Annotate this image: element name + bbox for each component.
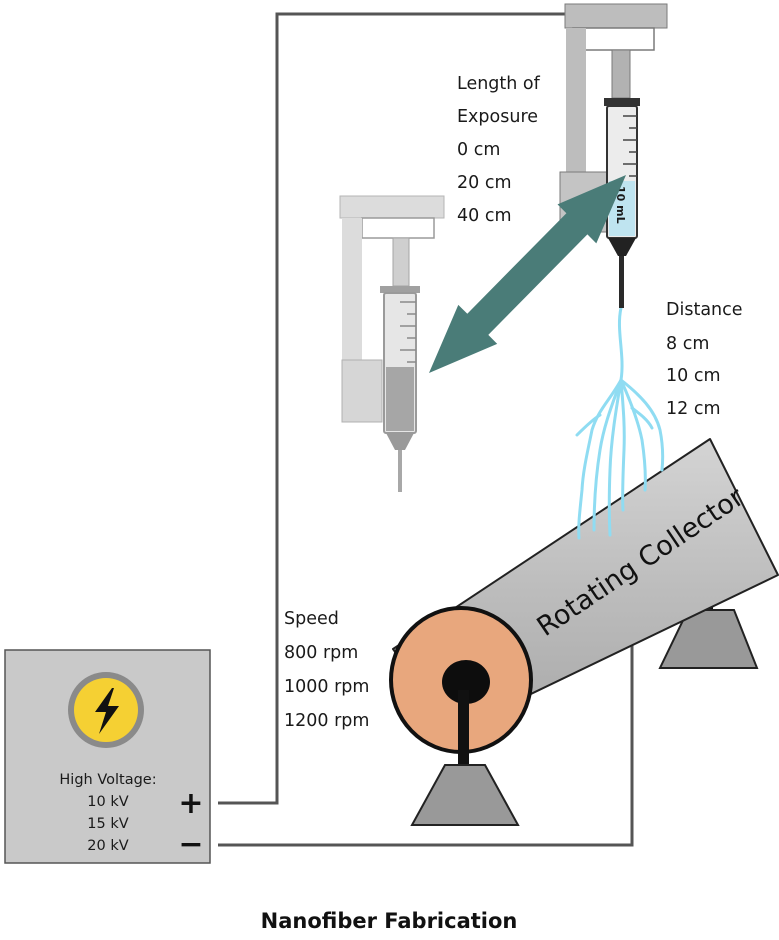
nanofiber-jet: [575, 306, 665, 540]
high-voltage-value-1: 10 kV: [87, 794, 128, 810]
lightning-bolt-icon: [68, 672, 144, 748]
lower-pump-top-bar: [339, 195, 445, 219]
lower-pump-clamp: [341, 359, 383, 423]
high-voltage-label: High Voltage:: [59, 772, 156, 788]
lower-syringe-flange: [380, 286, 420, 293]
positive-wire: [218, 12, 565, 805]
length-of-exposure-value-3: 40 cm: [457, 206, 512, 226]
length-of-exposure-label-line2: Exposure: [457, 107, 538, 127]
figure-title: Nanofiber Fabrication: [261, 909, 518, 933]
length-of-exposure-labels: Length of Exposure 0 cm 20 cm 40 cm: [457, 74, 541, 226]
length-of-exposure-label-line1: Length of: [457, 74, 541, 94]
syringe-flange: [604, 98, 640, 106]
high-voltage-value-2: 15 kV: [87, 816, 128, 832]
upper-syringe-assembly: 10 mL: [559, 3, 668, 308]
pump-left-rail: [566, 28, 586, 178]
speed-labels: Speed 800 rpm 1000 rpm 1200 rpm: [284, 609, 369, 731]
lower-syringe-assembly: [339, 195, 445, 492]
collector-axle-hole: [442, 660, 490, 704]
speed-value-2: 1000 rpm: [284, 677, 369, 697]
positive-terminal-sign: +: [178, 786, 203, 821]
distance-value-1: 8 cm: [666, 334, 709, 354]
speed-value-1: 800 rpm: [284, 643, 358, 663]
syringe-graduations: [623, 115, 637, 177]
speed-value-3: 1200 rpm: [284, 711, 369, 731]
lower-pump-plunger-rod: [392, 237, 410, 287]
pump-plunger-rod: [611, 49, 631, 99]
syringe-tip: [608, 238, 636, 256]
lower-syringe-tip: [386, 433, 414, 450]
lower-syringe-needle: [398, 450, 402, 492]
lower-syringe-liquid: [386, 367, 414, 431]
distance-labels: Distance 8 cm 10 cm 12 cm: [666, 300, 743, 419]
lower-pump-top-slot: [361, 217, 435, 239]
length-of-exposure-value-2: 20 cm: [457, 173, 512, 193]
syringe-volume-label: 10 mL: [614, 186, 627, 224]
pump-top-bar: [564, 3, 668, 29]
rotating-collector: Rotating Collector: [389, 438, 779, 754]
front-collector-stand: [410, 690, 520, 826]
negative-wire: [218, 638, 634, 847]
high-voltage-value-3: 20 kV: [87, 838, 128, 854]
wires: [218, 12, 634, 847]
syringe-needle: [619, 256, 624, 308]
length-of-exposure-value-1: 0 cm: [457, 140, 500, 160]
distance-label: Distance: [666, 300, 743, 320]
power-supply: High Voltage: 10 kV 15 kV 20 kV + −: [4, 649, 211, 864]
speed-label: Speed: [284, 609, 339, 629]
lower-syringe-graduations: [400, 301, 416, 363]
negative-terminal-sign: −: [178, 827, 203, 862]
distance-value-3: 12 cm: [666, 399, 721, 419]
distance-value-2: 10 cm: [666, 366, 721, 386]
exposure-double-arrow: [429, 175, 626, 373]
